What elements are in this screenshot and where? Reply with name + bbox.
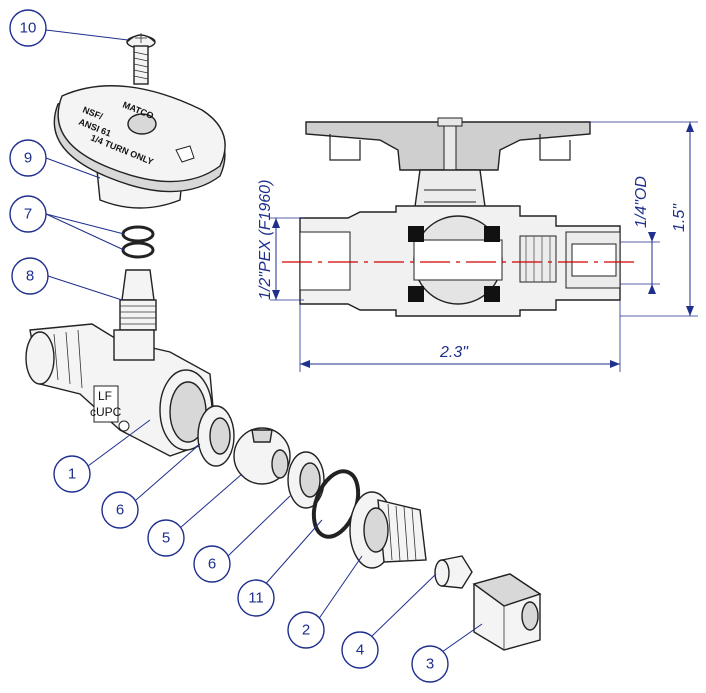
callout-9-label: 9 (24, 150, 32, 167)
dimension-length-label: 2.3" (439, 344, 469, 361)
callout-6a-label: 6 (116, 502, 124, 519)
handle-logo-icon (175, 145, 195, 163)
callout-9: 9 (9, 139, 47, 177)
body-lf-text: LF (98, 389, 112, 403)
callout-7: 7 (9, 195, 47, 233)
callout-6a: 6 (101, 491, 139, 529)
callout-1-label: 1 (68, 466, 76, 483)
part-6-seat-b (287, 451, 325, 509)
dimension-height: 1.5" (590, 121, 698, 317)
callout-6b: 6 (193, 545, 231, 583)
callout-4-label: 4 (356, 642, 364, 659)
callout-10: 10 (9, 9, 47, 47)
callout-8: 8 (11, 257, 49, 295)
part-3-nut (472, 573, 542, 651)
part-1-valve-body: LF cUPC (25, 323, 217, 457)
dimension-outlet-label: 1/4"OD (633, 176, 650, 228)
body-cupc-text: cUPC (90, 405, 122, 419)
dimension-inlet: 1/2"PEX (F1960) (257, 180, 304, 301)
cross-section-view (282, 117, 640, 317)
callout-2-label: 2 (302, 622, 310, 639)
leader-lines (45, 29, 483, 653)
callout-1: 1 (53, 455, 91, 493)
callout-11: 11 (237, 579, 275, 617)
callout-5: 5 (147, 519, 185, 557)
part-2-end-fitting (349, 491, 427, 569)
callout-4: 4 (341, 631, 379, 669)
part-8-stem (119, 269, 157, 331)
dimension-height-label: 1.5" (671, 203, 688, 232)
callout-11-label: 11 (248, 590, 264, 607)
callout-8-label: 8 (26, 268, 34, 285)
part-4-ferrule (434, 555, 473, 589)
part-5-ball (233, 427, 291, 485)
callout-3-label: 3 (426, 656, 434, 673)
dimension-inlet-label: 1/2"PEX (F1960) (257, 180, 274, 300)
dimension-outlet: 1/4"OD (620, 176, 660, 294)
part-9-handle: MATCO NSF/ ANSI 61 1/4 TURN ONLY (53, 85, 226, 209)
callout-3: 3 (411, 645, 449, 683)
dimension-length: 2.3" (299, 300, 621, 372)
callout-2: 2 (287, 611, 325, 649)
callout-5-label: 5 (162, 530, 170, 547)
part-7-orings (121, 225, 155, 259)
callout-6b-label: 6 (208, 556, 216, 573)
part-10-screw (126, 33, 156, 85)
part-6-seat-a (197, 405, 235, 467)
callout-10-label: 10 (20, 20, 37, 37)
callout-7-label: 7 (24, 206, 32, 223)
